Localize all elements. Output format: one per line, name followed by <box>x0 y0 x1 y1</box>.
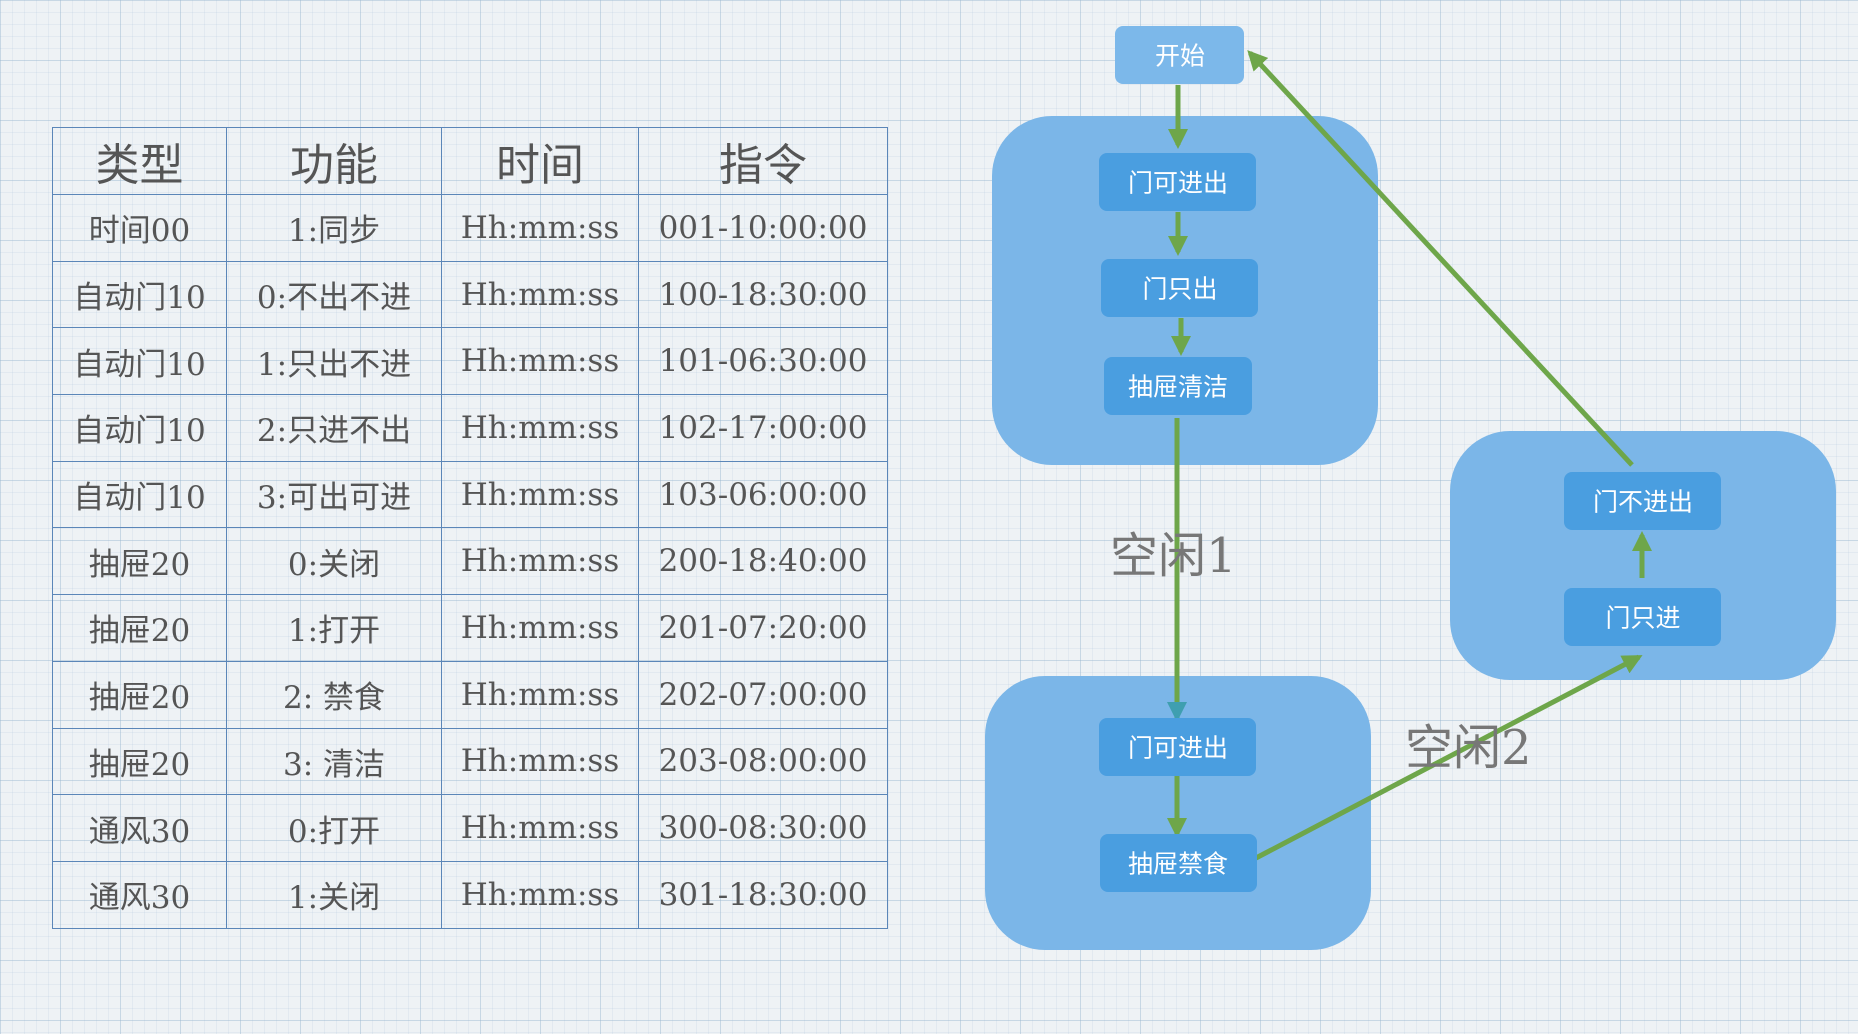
node-door-in-only: 门只进 <box>1564 588 1721 646</box>
node-drawer-fasting-label: 抽屉禁食 <box>1128 850 1228 879</box>
node-door-out-only-label: 门只出 <box>1142 275 1217 304</box>
cell-function: 0:关闭 <box>226 527 442 596</box>
table-row: 抽屉20 0:关闭 Hh:mm:ss 200-18:40:00 <box>52 527 888 596</box>
node-door-no-in-out: 门不进出 <box>1564 472 1721 530</box>
table-row: 自动门10 2:只进不出 Hh:mm:ss 102-17:00:00 <box>52 394 888 462</box>
cell-function: 3:可出可进 <box>226 460 442 529</box>
cell-type: 通风30 <box>52 860 227 929</box>
header-type: 类型 <box>52 127 227 195</box>
node-drawer-clean-label: 抽屉清洁 <box>1128 373 1228 402</box>
cell-time: Hh:mm:ss <box>441 727 639 796</box>
node-door-out-only: 门只出 <box>1101 259 1258 317</box>
node-start: 开始 <box>1115 26 1244 84</box>
table-row: 自动门10 3:可出可进 Hh:mm:ss 103-06:00:00 <box>52 460 888 529</box>
cell-type: 通风30 <box>52 794 227 862</box>
cell-command: 301-18:30:00 <box>638 860 888 929</box>
table-row: 时间00 1:同步 Hh:mm:ss 001-10:00:00 <box>52 194 888 262</box>
idle-label-1: 空闲1 <box>1110 528 1237 584</box>
cell-function: 0:打开 <box>226 794 442 862</box>
cell-time: Hh:mm:ss <box>441 794 639 862</box>
cell-type: 自动门10 <box>52 260 227 329</box>
node-door-in-out-1-label: 门可进出 <box>1128 169 1228 198</box>
node-drawer-fasting: 抽屉禁食 <box>1100 834 1257 892</box>
node-start-label: 开始 <box>1155 42 1205 71</box>
cell-command: 300-08:30:00 <box>638 794 888 862</box>
cell-command: 202-07:00:00 <box>638 660 888 729</box>
cell-type: 抽屉20 <box>52 727 227 796</box>
arrow-drawer-fasting-to-door-in-only <box>1254 654 1643 861</box>
node-door-in-out-2: 门可进出 <box>1099 718 1256 776</box>
command-table: 类型 功能 时间 指令 时间00 1:同步 Hh:mm:ss 001-10:00… <box>52 127 888 929</box>
table-row: 自动门10 1:只出不进 Hh:mm:ss 101-06:30:00 <box>52 327 888 396</box>
table-row: 抽屉20 3: 清洁 Hh:mm:ss 203-08:00:00 <box>52 727 888 796</box>
cell-command: 100-18:30:00 <box>638 260 888 329</box>
cell-time: Hh:mm:ss <box>441 860 639 929</box>
cell-time: Hh:mm:ss <box>441 660 639 729</box>
arrow-no-in-out-to-start <box>1247 50 1634 467</box>
cell-function: 1:只出不进 <box>226 327 442 396</box>
cell-type: 自动门10 <box>52 460 227 529</box>
node-drawer-clean: 抽屉清洁 <box>1104 357 1252 415</box>
table-row: 通风30 0:打开 Hh:mm:ss 300-08:30:00 <box>52 794 888 862</box>
cell-function: 2:只进不出 <box>226 394 442 462</box>
cell-function: 1:同步 <box>226 194 442 262</box>
node-door-in-out-2-label: 门可进出 <box>1128 734 1228 763</box>
cell-command: 103-06:00:00 <box>638 460 888 529</box>
node-door-no-in-out-label: 门不进出 <box>1593 488 1693 517</box>
cell-time: Hh:mm:ss <box>441 527 639 596</box>
cell-command: 203-08:00:00 <box>638 727 888 796</box>
cell-command: 102-17:00:00 <box>638 394 888 462</box>
cell-type: 自动门10 <box>52 327 227 396</box>
table-row: 抽屉20 2: 禁食 Hh:mm:ss 202-07:00:00 <box>52 660 888 729</box>
table-header-row: 类型 功能 时间 指令 <box>52 127 888 195</box>
header-time: 时间 <box>441 127 639 195</box>
cell-command: 200-18:40:00 <box>638 527 888 596</box>
cell-type: 抽屉20 <box>52 594 227 662</box>
cell-command: 001-10:00:00 <box>638 194 888 262</box>
header-command: 指令 <box>638 127 888 195</box>
node-door-in-out-1: 门可进出 <box>1099 153 1256 211</box>
header-function: 功能 <box>226 127 442 195</box>
cell-command: 101-06:30:00 <box>638 327 888 396</box>
cell-type: 自动门10 <box>52 394 227 462</box>
cell-time: Hh:mm:ss <box>441 260 639 329</box>
cell-time: Hh:mm:ss <box>441 460 639 529</box>
idle-label-2: 空闲2 <box>1405 720 1532 776</box>
node-door-in-only-label: 门只进 <box>1605 604 1680 633</box>
table-row: 自动门10 0:不出不进 Hh:mm:ss 100-18:30:00 <box>52 260 888 329</box>
cell-type: 抽屉20 <box>52 527 227 596</box>
cell-type: 抽屉20 <box>52 660 227 729</box>
cell-function: 0:不出不进 <box>226 260 442 329</box>
cell-function: 2: 禁食 <box>226 660 442 729</box>
cell-command: 201-07:20:00 <box>638 594 888 662</box>
table-row: 通风30 1:关闭 Hh:mm:ss 301-18:30:00 <box>52 860 888 929</box>
